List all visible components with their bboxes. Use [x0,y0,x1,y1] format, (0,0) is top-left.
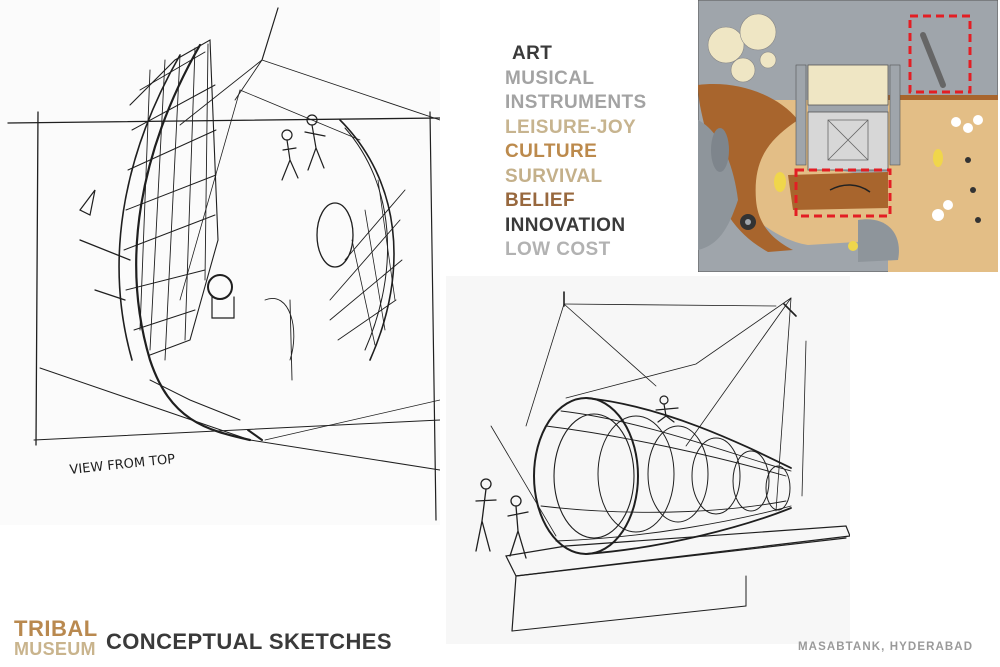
tunnel-sketch [446,276,850,644]
keyword-item: LOW COST [505,238,647,263]
floor-plan-map [698,0,998,272]
keyword-item: SURVIVAL [505,165,647,190]
keyword-item: ART [512,42,647,67]
keyword-item: MUSICAL [505,67,647,92]
keyword-item: LEISURE-JOY [505,116,647,141]
keyword-item: BELIEF [505,189,647,214]
location-label: MASABTANK, HYDERABAD [798,640,973,654]
keyword-list: ARTMUSICALINSTRUMENTSLEISURE-JOYCULTURES… [505,42,647,263]
brand-tribal: TRIBAL [14,618,98,640]
keyword-item: INNOVATION [505,214,647,239]
brand-museum: MUSEUM [14,639,96,659]
top-view-sketch: VIEW FROM TOP [0,0,440,525]
slide-title: CONCEPTUAL SKETCHES [106,630,392,654]
keyword-item: INSTRUMENTS [505,91,647,116]
keyword-item: CULTURE [505,140,647,165]
